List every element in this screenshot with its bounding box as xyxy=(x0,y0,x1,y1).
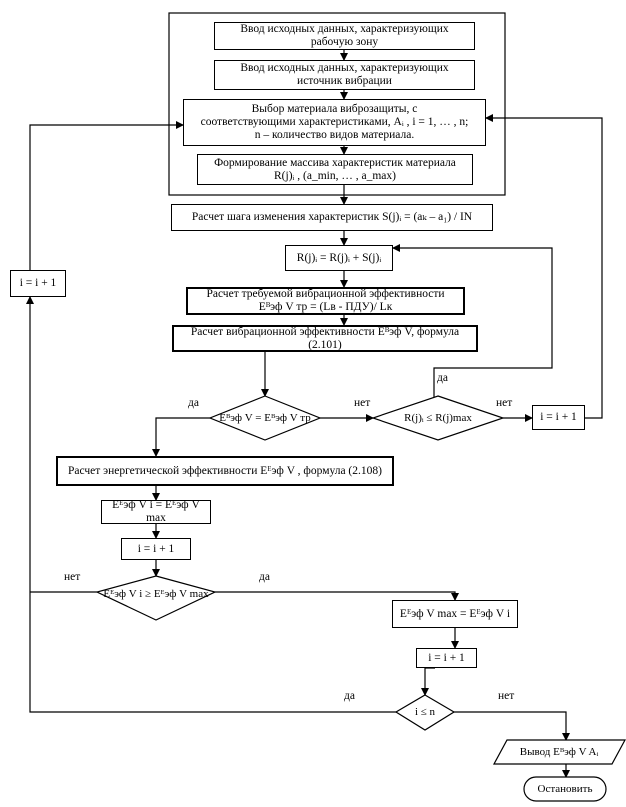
vib-eff-block: Расчет вибрационной эффективности Eᴮэф V… xyxy=(172,325,478,352)
decision-eff-check xyxy=(208,395,322,441)
input-workzone-line2: рабочую зону xyxy=(310,36,379,48)
stop-shape xyxy=(523,776,607,802)
emax-assign-text: Eᴱэф V i = Eᴱэф V max xyxy=(112,499,200,524)
emax-set-text: Eᴱэф V max = Eᴱэф V i xyxy=(399,607,511,620)
emax-set-block: Eᴱэф V max = Eᴱэф V i xyxy=(392,600,518,628)
label-no-1: нет xyxy=(354,397,371,409)
input-group-frame xyxy=(168,12,506,196)
vib-eff-text: Расчет вибрационной эффективности Eᴮэф V… xyxy=(190,325,460,351)
label-no-2: нет xyxy=(496,397,513,409)
r-update-text: R(j)ᵢ = R(j)ᵢ + S(j)ᵢ xyxy=(296,251,382,264)
energy-check-text: Eᴱэф V i ≥ Eᴱэф V max xyxy=(103,588,209,600)
output-text: Вывод Eᴮэф V Aᵢ xyxy=(519,746,599,758)
energy-eff-text: Расчет энергетической эффективности Eᴱэф… xyxy=(68,464,382,477)
decision-i-check xyxy=(394,694,456,731)
i-inc-right-text: i = i + 1 xyxy=(540,411,577,423)
i-inc-1-block: i = i + 1 xyxy=(121,538,191,560)
decision-energy-check xyxy=(95,575,217,621)
form-array-line1: Формирование массива характеристик матер… xyxy=(214,156,456,169)
req-eff-line1: Расчет требуемой вибрационной эффективно… xyxy=(206,288,445,300)
i-inc-right-block: i = i + 1 xyxy=(532,405,585,430)
i-inc-left-block: i = i + 1 xyxy=(10,270,66,297)
input-vibsource-line1: Ввод исходных данных, характеризующих xyxy=(240,62,449,74)
i-inc-left-text: i = i + 1 xyxy=(19,277,57,289)
label-yes-3: да xyxy=(259,571,270,583)
energy-eff-block: Расчет энергетической эффективности Eᴱэф… xyxy=(56,456,394,486)
label-yes-1: да xyxy=(188,397,199,409)
label-yes-2: да xyxy=(437,372,448,384)
label-no-4: нет xyxy=(498,690,515,702)
step-calc-text: Расчет шага изменения характеристик S(j)… xyxy=(191,211,473,223)
form-array-block: Формирование массива характеристик матер… xyxy=(197,154,473,185)
r-update-block: R(j)ᵢ = R(j)ᵢ + S(j)ᵢ xyxy=(285,245,393,271)
i-inc-2-text: i = i + 1 xyxy=(428,651,465,664)
i-check-text: i ≤ n xyxy=(414,706,436,718)
label-no-3: нет xyxy=(64,571,81,583)
input-vibsource-line2: источник вибрации xyxy=(297,75,392,87)
select-material-line3: n – количество видов материала. xyxy=(254,129,415,141)
i-inc-2-block: i = i + 1 xyxy=(416,648,477,668)
input-workzone-line1: Ввод исходных данных, характеризующих xyxy=(240,23,449,35)
output-shape xyxy=(492,739,626,765)
r-check-text: R(j)ᵢ ≤ R(j)max xyxy=(404,412,472,424)
label-yes-4: да xyxy=(344,690,355,702)
req-eff-block: Расчет требуемой вибрационной эффективно… xyxy=(186,287,465,315)
decision-r-check xyxy=(371,395,505,441)
i-inc-1-text: i = i + 1 xyxy=(137,542,175,555)
step-calc-block: Расчет шага изменения характеристик S(j)… xyxy=(171,204,493,231)
select-material-line1: Выбор материала виброзащиты, с xyxy=(251,103,418,115)
select-material-line2: соответствующими характеристиками, Aᵢ , … xyxy=(200,116,469,128)
emax-assign-block: Eᴱэф V i = Eᴱэф V max xyxy=(101,499,211,524)
req-eff-line2: Eᴮэф V тр = (Lв - ПДУ)/ Lк xyxy=(258,301,393,313)
eff-check-text: Eᴮэф V = Eᴮэф V тр xyxy=(219,412,311,424)
stop-text: Остановить xyxy=(537,783,593,795)
form-array-line2: R(j)ᵢ , (a_min, … , a_max) xyxy=(274,169,396,182)
